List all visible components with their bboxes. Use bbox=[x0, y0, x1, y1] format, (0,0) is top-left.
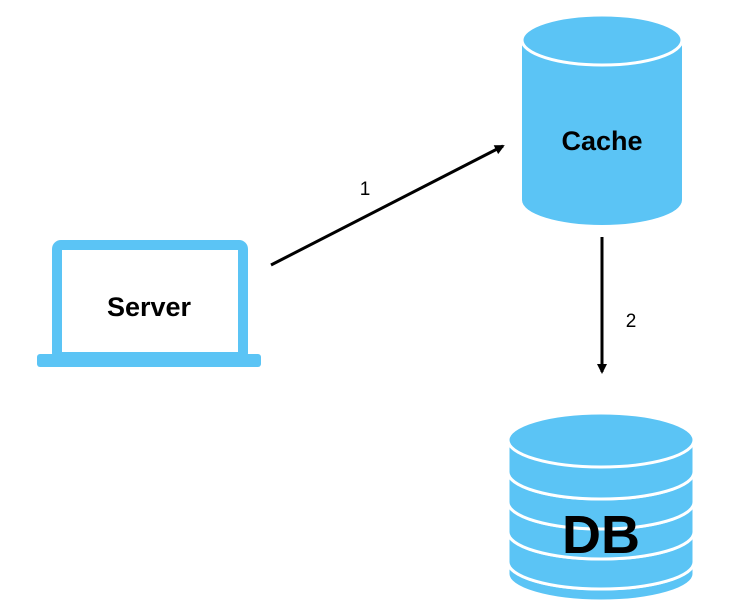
arrow-server-cache bbox=[270, 144, 505, 267]
cache-node: Cache bbox=[520, 13, 684, 225]
edge-cache-to-db: 2 bbox=[597, 237, 637, 374]
edge-label-2: 2 bbox=[626, 311, 637, 332]
cylinder-top bbox=[520, 13, 684, 67]
edge-label-1: 1 bbox=[360, 179, 371, 200]
server-label: Server bbox=[107, 292, 192, 322]
db-node: DB bbox=[506, 411, 696, 603]
cylinder-body bbox=[522, 40, 682, 225]
cylinder-icon bbox=[520, 13, 684, 225]
cache-label: Cache bbox=[561, 126, 642, 156]
db-top bbox=[506, 411, 696, 469]
database-icon bbox=[506, 411, 696, 603]
laptop-icon bbox=[37, 240, 261, 367]
edge-server-to-cache: 1 bbox=[270, 144, 505, 267]
server-node: Server bbox=[37, 240, 261, 367]
db-label: DB bbox=[562, 505, 640, 565]
laptop-base bbox=[37, 354, 261, 367]
